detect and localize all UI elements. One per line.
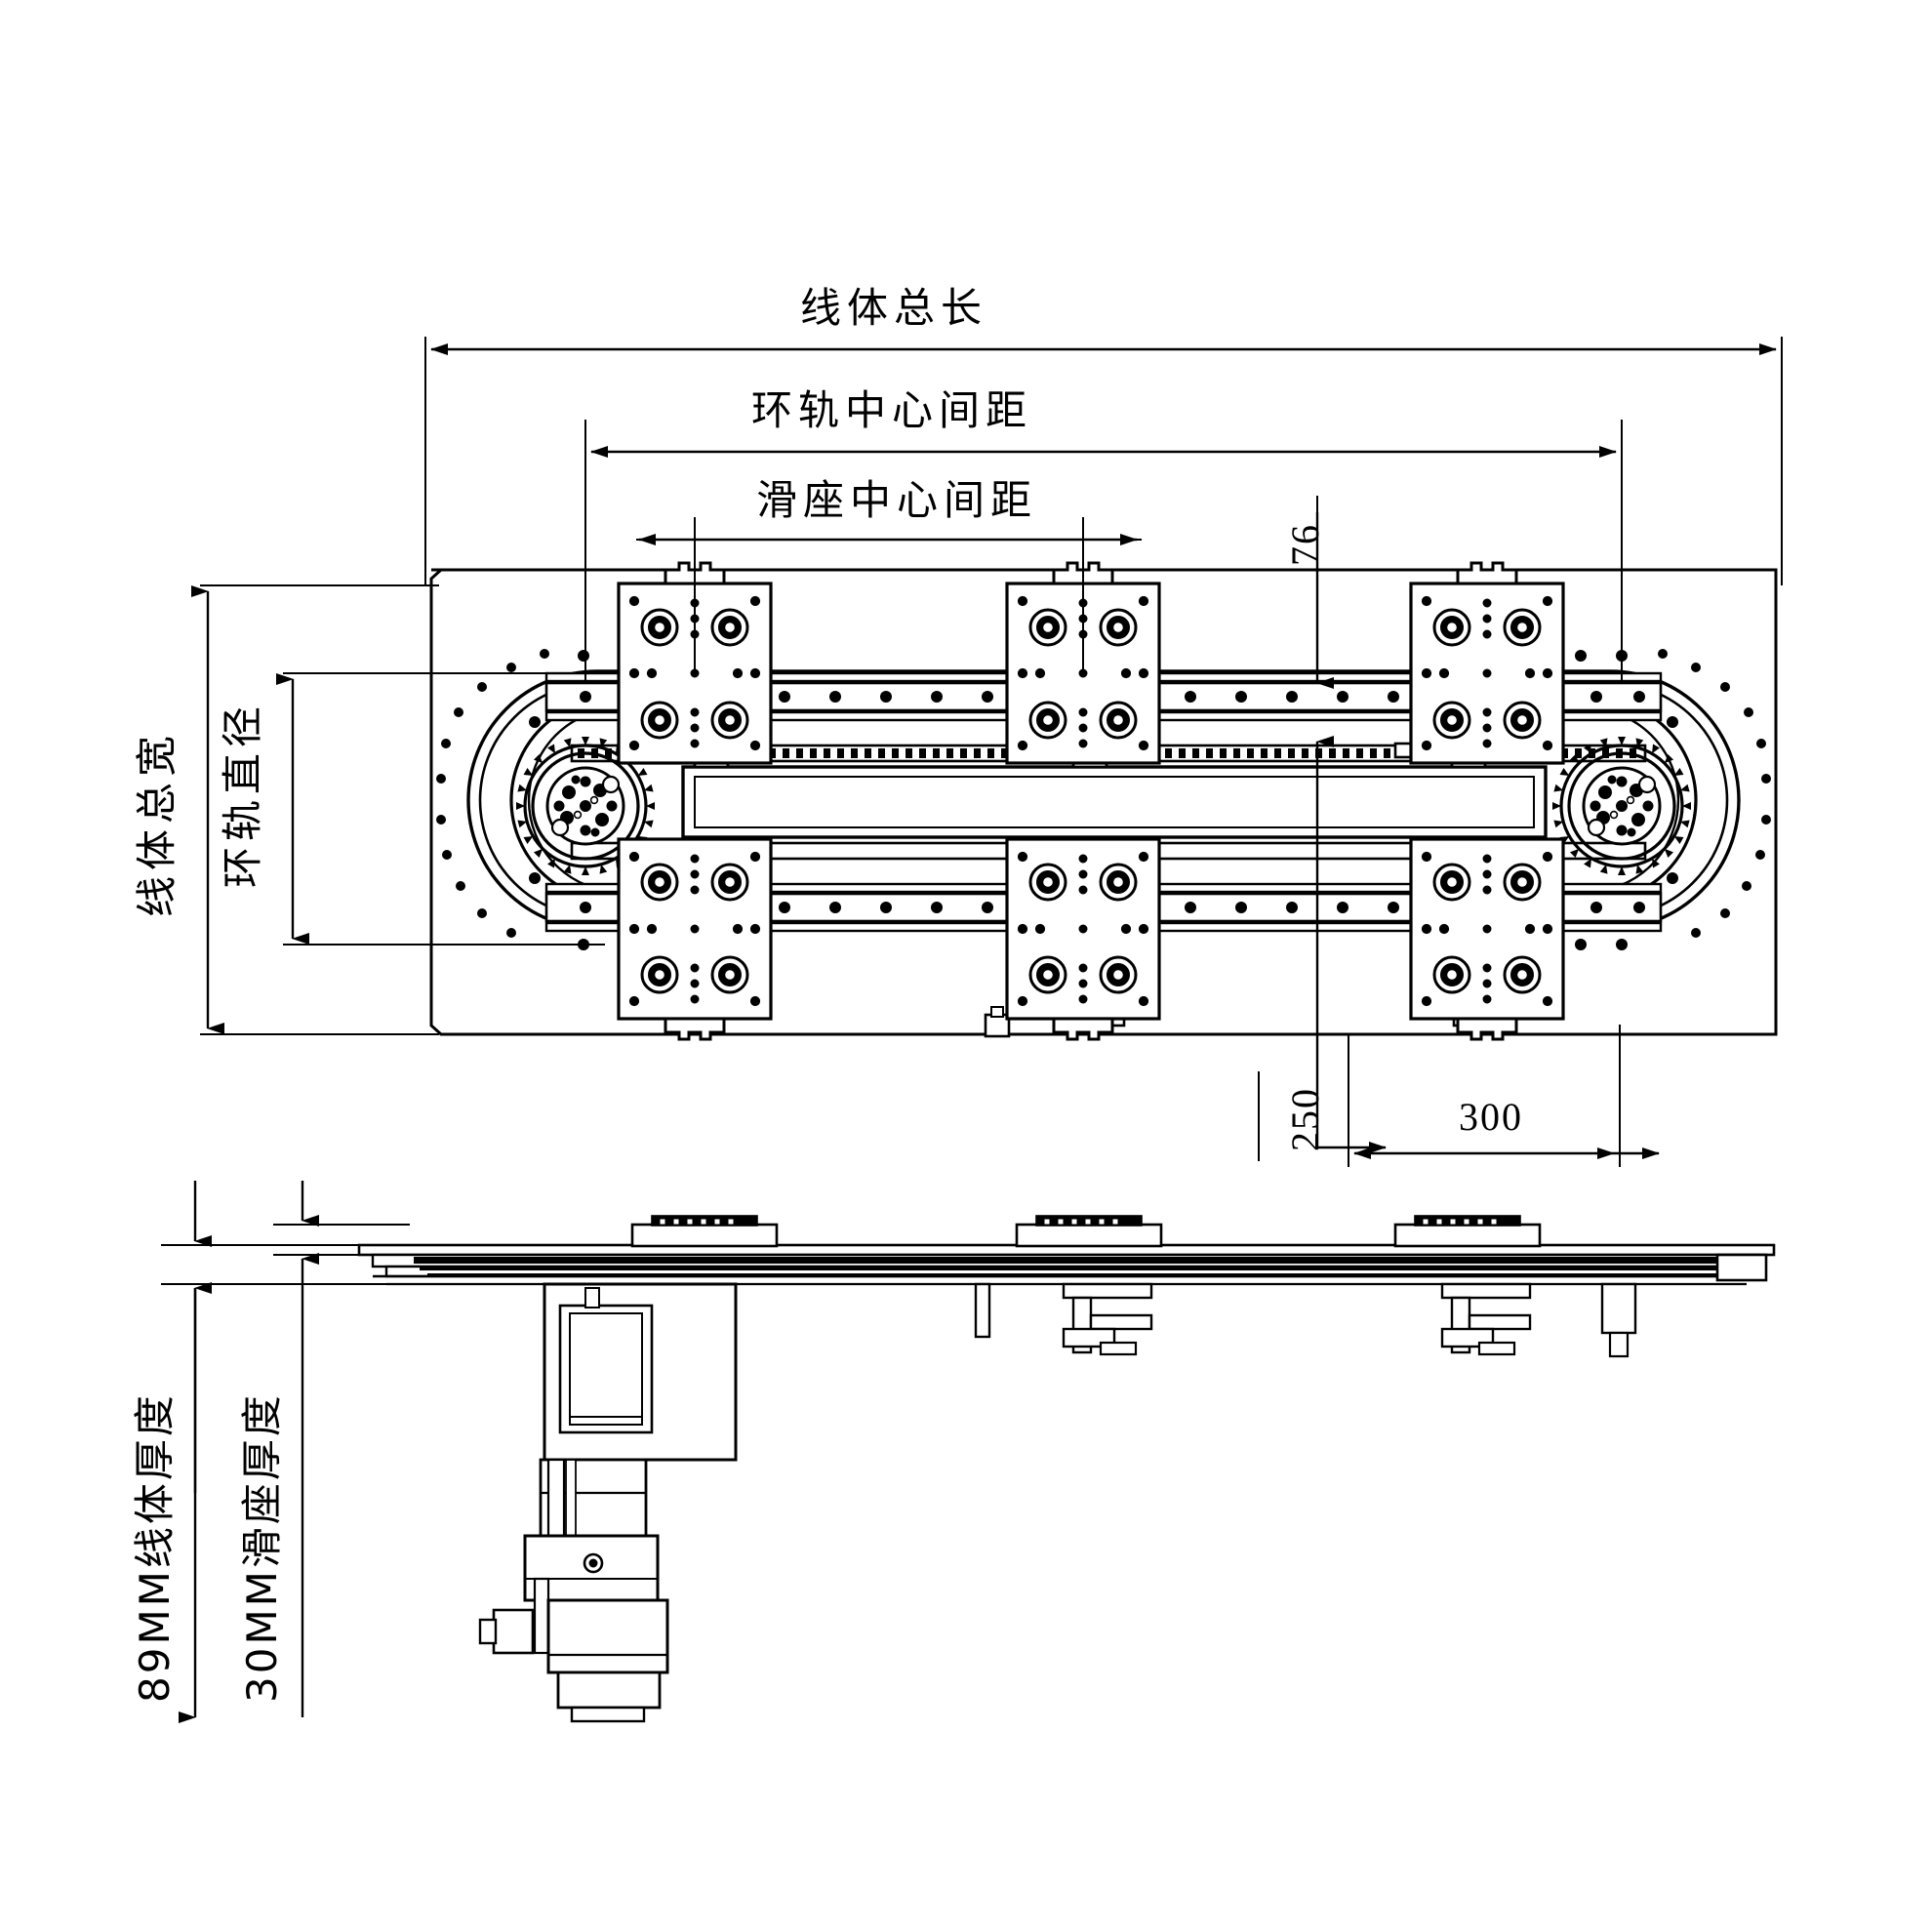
top-view: [429, 561, 1778, 1041]
carriage-bottom-3: [1409, 837, 1565, 1041]
under-deck-post-right: [1600, 1282, 1637, 1358]
carriage-top-3: [1409, 561, 1565, 765]
side-rail-bands: [414, 1257, 1741, 1277]
side-carriage-1: [630, 1215, 779, 1248]
dimension-lines-side: [161, 1181, 410, 1723]
dim-label-76: 76: [1283, 523, 1327, 566]
dim-label-ring-diameter: 环轨直径: [219, 700, 266, 888]
center-frame: [681, 765, 1548, 839]
dim-label-250: 250: [1283, 1087, 1327, 1151]
dim-label-total-line-length: 线体总长: [800, 284, 988, 332]
under-deck-bracket-a: [974, 1282, 1153, 1356]
side-end-fitting: [1715, 1253, 1768, 1282]
dim-label-carriage-center-distance: 滑座中心间距: [756, 476, 1038, 524]
sprocket-teeth-right: [1552, 737, 1691, 875]
side-view: [357, 1215, 1776, 1723]
dim-label-total-line-width: 线体总宽: [133, 729, 181, 917]
dim-label-carriage-thickness: 30MM滑座厚度: [238, 1392, 286, 1703]
side-carriage-3: [1393, 1215, 1542, 1248]
side-carriage-2: [1015, 1215, 1163, 1248]
under-deck-bracket-b: [1440, 1282, 1532, 1356]
dim-label-line-thickness: 89MM线体厚度: [131, 1392, 179, 1703]
carriage-bottom-2: [1005, 837, 1161, 1041]
dim-label-300: 300: [1459, 1095, 1523, 1139]
motor-drive-assembly: [478, 1282, 738, 1723]
dimension-lines-top: [191, 337, 1783, 1167]
carriage-bottom-1: [617, 837, 773, 1041]
deck-slab: [357, 1243, 1776, 1286]
dim-label-ring-center-distance: 环轨中心间距: [751, 386, 1033, 434]
